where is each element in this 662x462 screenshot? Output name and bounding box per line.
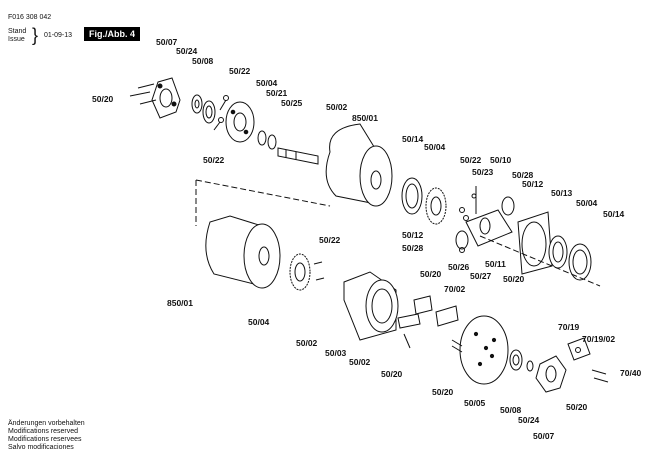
bearing-top xyxy=(202,100,216,124)
footer-line-de: Änderungen vorbehalten xyxy=(8,420,85,427)
seal-ring-right xyxy=(568,243,592,281)
gear-top xyxy=(425,187,447,225)
end-plate-top xyxy=(129,77,181,119)
part-labels: 50/07 50/24 50/08 50/22 50/04 50/20 50/2… xyxy=(92,37,642,441)
part-label: 50/04 xyxy=(248,317,270,327)
part-label: 50/10 xyxy=(490,155,512,165)
differential-housing xyxy=(459,186,515,247)
bearing-ring-top xyxy=(401,177,423,215)
footer-line-es: Salvo modificaciones xyxy=(8,444,74,451)
part-label: 50/04 xyxy=(424,142,446,152)
part-label: 50/20 xyxy=(420,269,442,279)
part-label: 50/23 xyxy=(472,167,494,177)
end-plate-bottom xyxy=(535,355,567,393)
part-drawings xyxy=(129,77,609,393)
drum-bottom xyxy=(205,215,281,289)
part-label: 50/12 xyxy=(522,179,544,189)
housing-ring-right xyxy=(517,211,553,275)
part-label: 50/13 xyxy=(551,188,573,198)
part-label: 50/02 xyxy=(326,102,348,112)
footer-line-fr: Modifications reservees xyxy=(8,436,82,443)
ring-gear-housing xyxy=(343,271,399,341)
part-label: 50/20 xyxy=(432,387,454,397)
part-label: 50/27 xyxy=(470,271,492,281)
part-label: 50/20 xyxy=(92,94,114,104)
part-label: 850/01 xyxy=(167,298,193,308)
part-label: 50/28 xyxy=(402,243,424,253)
part-label: 50/20 xyxy=(381,369,403,379)
part-label: 50/04 xyxy=(576,198,598,208)
small-screw-top xyxy=(213,95,229,131)
part-label: 50/07 xyxy=(533,431,555,441)
part-label: 50/02 xyxy=(349,357,371,367)
part-label: 50/22 xyxy=(203,155,225,165)
part-label: 50/02 xyxy=(296,338,318,348)
issue-date: 01-09-13 xyxy=(44,32,73,39)
part-label: 50/14 xyxy=(603,209,625,219)
part-label: 50/04 xyxy=(256,78,278,88)
part-label: 50/22 xyxy=(319,235,341,245)
part-label: 850/01 xyxy=(352,113,378,123)
part-label: 70/02 xyxy=(444,284,466,294)
part-label: 70/19 xyxy=(558,322,580,332)
bracket-right xyxy=(567,337,609,383)
part-label: 50/05 xyxy=(464,398,486,408)
part-label: 50/20 xyxy=(566,402,588,412)
washer-bottom xyxy=(509,349,523,371)
document-code: F016 308 042 xyxy=(8,14,52,21)
part-label: 50/20 xyxy=(503,274,525,284)
part-label: 50/11 xyxy=(485,259,506,269)
part-label: 50/12 xyxy=(402,230,424,240)
part-label: 50/08 xyxy=(192,56,214,66)
seal-right xyxy=(548,235,568,269)
snap-ring-top xyxy=(257,130,277,150)
shaft-top xyxy=(277,147,319,165)
shafts-middle xyxy=(397,295,459,329)
part-label: 50/08 xyxy=(500,405,522,415)
part-label: 50/03 xyxy=(325,348,347,358)
footer-line-en: Modifications reserved xyxy=(8,428,79,435)
end-cover-bottom xyxy=(459,315,509,385)
small-ring-bottom xyxy=(526,360,534,372)
bolts-bottom xyxy=(403,333,463,353)
part-label: 50/22 xyxy=(460,155,482,165)
part-label: 70/19/02 xyxy=(582,334,615,344)
part-label: 50/21 xyxy=(266,88,288,98)
part-label: 50/22 xyxy=(229,66,251,76)
issue-label: Issue xyxy=(8,36,25,43)
part-label: 50/24 xyxy=(518,415,540,425)
drum-top xyxy=(325,123,393,207)
part-label: 50/07 xyxy=(156,37,178,47)
part-label: 50/25 xyxy=(281,98,303,108)
part-label: 50/14 xyxy=(402,134,424,144)
part-label: 50/24 xyxy=(176,46,198,56)
planet-carrier-top xyxy=(225,101,255,143)
figure-badge: Fig./Abb. 4 xyxy=(84,27,140,41)
stand-label: Stand xyxy=(8,28,27,35)
part-label: 50/26 xyxy=(448,262,470,272)
brace-symbol: } xyxy=(32,25,39,45)
small-gear-left xyxy=(455,230,469,253)
washer-top xyxy=(191,94,203,114)
part-label: 70/40 xyxy=(620,368,642,378)
gear-bottom xyxy=(289,253,325,291)
part-label: 50/28 xyxy=(512,170,534,180)
